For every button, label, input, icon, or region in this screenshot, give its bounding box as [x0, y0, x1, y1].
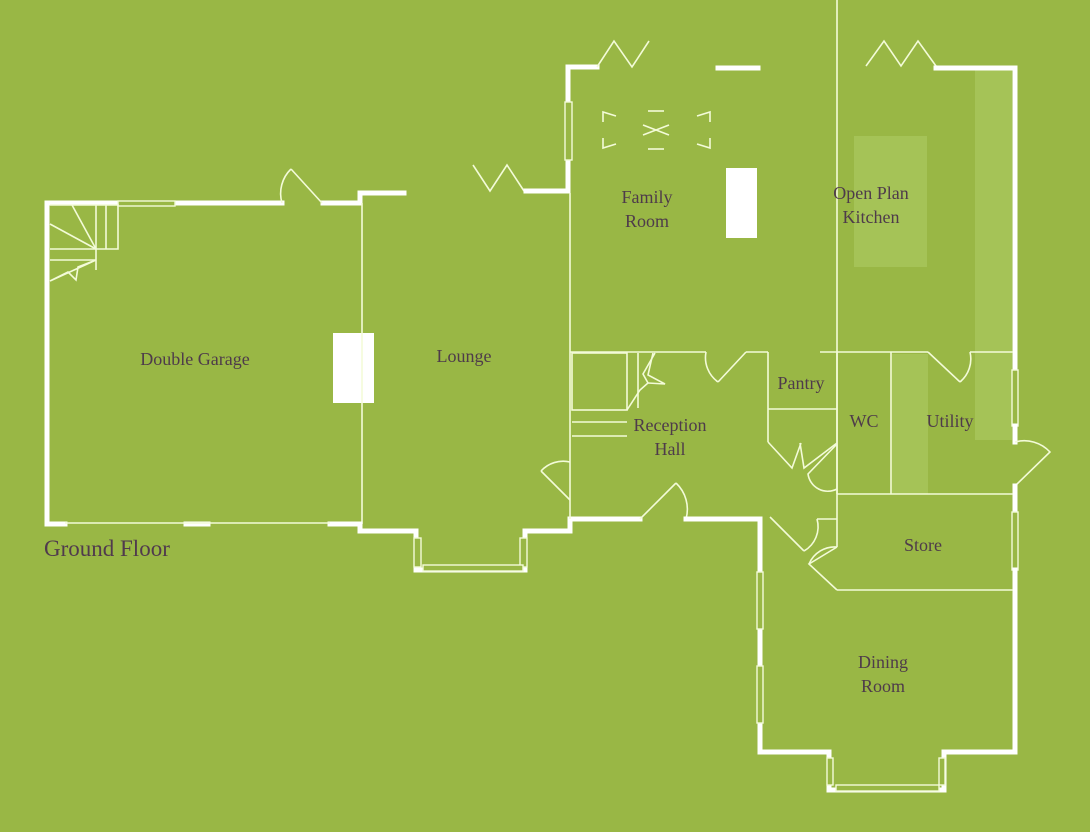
floor-title: Ground Floor — [44, 536, 170, 561]
room-label-family-room: Family Room — [621, 185, 672, 233]
room-label-lounge: Lounge — [436, 346, 492, 366]
reception-hall-walls — [540, 351, 832, 755]
lounge-walls — [357, 64, 643, 573]
room-label-reception-hall: Reception Hall — [634, 413, 707, 461]
room-label-pantry: Pantry — [777, 373, 825, 393]
room-label-line: Dining — [857, 652, 909, 672]
room-label-wc: WC — [849, 411, 879, 431]
room-label-line: Family — [621, 187, 673, 207]
room-label-kitchen: Open Plan Kitchen — [833, 181, 909, 229]
room-label-store: Store — [904, 535, 942, 555]
garage-chimney-breast — [333, 333, 374, 403]
room-label-dining-room: Dining Room — [858, 650, 908, 698]
double-garage-walls — [44, 168, 363, 527]
utility-worktop-tint — [892, 354, 928, 494]
store-walls — [769, 0, 1019, 755]
room-label-utility: Utility — [926, 411, 974, 431]
dining-bay-walls — [826, 749, 947, 793]
room-label-line: Hall — [654, 439, 686, 459]
room-label-line: Open Plan — [833, 183, 909, 203]
kitchen-island — [726, 168, 757, 238]
kitchen-island-tint — [854, 136, 927, 267]
room-label-double-garage: Double Garage — [140, 349, 250, 369]
kitchen-worktop-tint — [975, 70, 1012, 440]
family-kitchen-walls — [596, 39, 1019, 427]
room-label-line: Room — [624, 211, 670, 231]
room-label-line: Reception — [633, 415, 707, 435]
room-label-line: Kitchen — [842, 207, 900, 227]
room-label-line: Room — [860, 676, 906, 696]
